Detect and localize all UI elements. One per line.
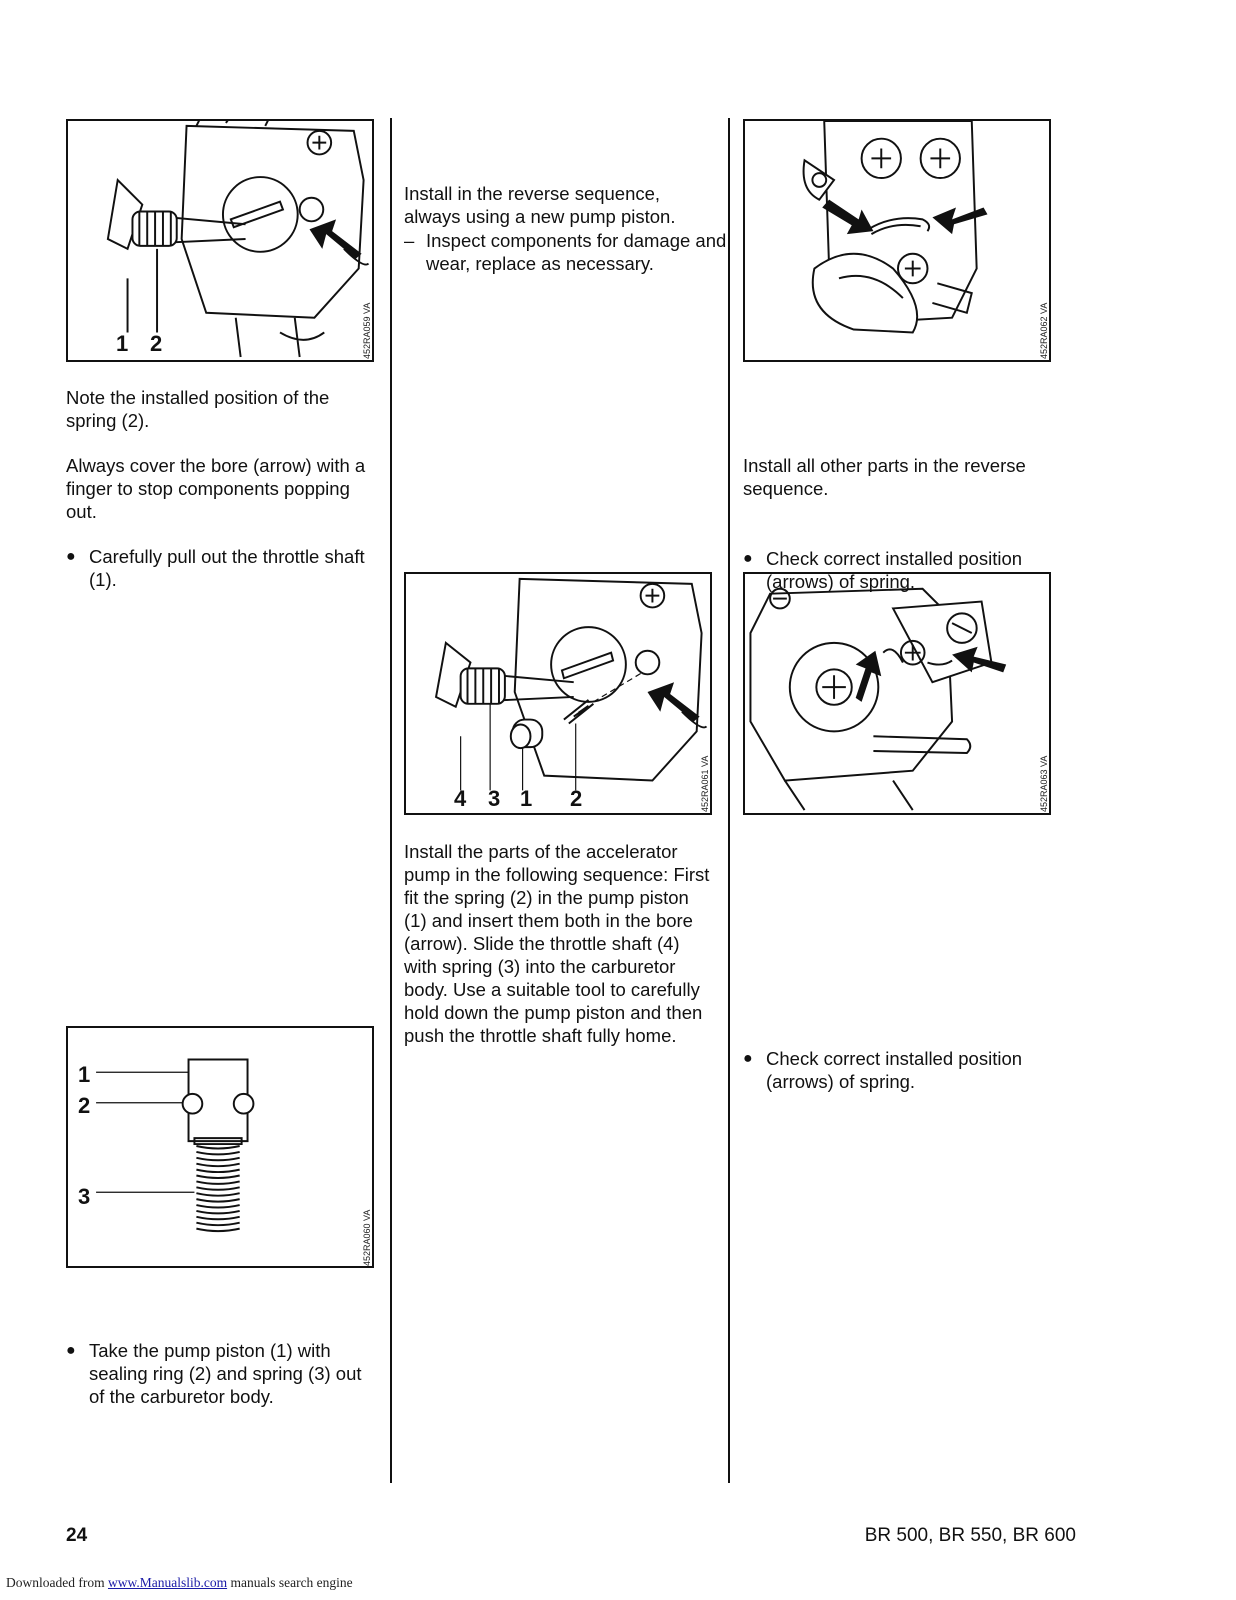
col2-paragraph-reverse: Install in the reverse sequence, always …: [404, 183, 676, 227]
figure-throttle-shaft-spring: 1 2 452RA059 VA: [66, 119, 374, 362]
figure-code: 452RA060 VA: [362, 1209, 372, 1266]
figure-accelerator-pump-install: 4 3 1 2 452RA061 VA: [404, 572, 712, 815]
callout-1: 1: [116, 331, 129, 356]
page-number: 24: [66, 1525, 88, 1546]
callout-1: 1: [78, 1062, 91, 1087]
manualslib-link[interactable]: www.Manualslib.com: [107, 1575, 228, 1590]
callout-4: 4: [454, 786, 467, 811]
column-divider-2: [728, 118, 730, 1483]
figure-pump-piston-parts: 1 2 3 452RA060 VA: [66, 1026, 374, 1268]
carburetor-side-illustration: [749, 587, 1007, 811]
figure-code: 452RA063 VA: [1039, 755, 1049, 812]
bullet-text: Check correct installed position (arrows…: [766, 1048, 1023, 1092]
callout-2: 2: [570, 786, 583, 811]
callout-1: 1: [520, 786, 533, 811]
callout-3: 3: [78, 1184, 91, 1209]
model-list: BR 500, BR 550, BR 600: [864, 1525, 1076, 1546]
dash-text: Inspect components for damage and wear, …: [426, 230, 727, 274]
col1-bullet-pull-shaft: ● Carefully pull out the throttle shaft …: [66, 545, 379, 591]
download-notice: Downloaded from www.Manualslib.com manua…: [6, 1575, 353, 1591]
carburetor-top-illustration: [802, 121, 988, 334]
col1-paragraph-spring-position: Note the installed position of the sprin…: [66, 387, 330, 431]
col1-bullet-take-piston: ● Take the pump piston (1) with sealing …: [66, 1339, 379, 1408]
bullet-text: Carefully pull out the throttle shaft (1…: [89, 546, 365, 590]
col1-paragraph-cover-bore: Always cover the bore (arrow) with a fin…: [66, 455, 366, 522]
bullet-text: Take the pump piston (1) with sealing ri…: [89, 1340, 362, 1407]
figure-spring-position-side: 452RA063 VA: [743, 572, 1051, 815]
figure-code: 452RA062 VA: [1039, 302, 1049, 359]
figure-code: 452RA059 VA: [362, 302, 372, 359]
callout-2: 2: [150, 331, 163, 356]
dash-icon: –: [404, 230, 415, 251]
bullet-icon: ●: [743, 550, 753, 567]
col2-paragraph-install-sequence: Install the parts of the accelerator pum…: [404, 841, 710, 1046]
col3-paragraph-reverse: Install all other parts in the reverse s…: [743, 455, 1026, 499]
col2-dash-inspect: – Inspect components for damage and wear…: [404, 229, 736, 275]
pump-piston-diagram: [96, 1058, 255, 1233]
figure-code: 452RA061 VA: [700, 755, 710, 812]
column-divider-1: [390, 118, 392, 1483]
col3-bullet-check-2: ● Check correct installed position (arro…: [743, 1047, 1076, 1093]
callout-2: 2: [78, 1093, 91, 1118]
col3-bullet-check-1: ● Check correct installed position (arro…: [743, 547, 1076, 593]
figure-spring-position-top: 452RA062 VA: [743, 119, 1051, 362]
bullet-icon: ●: [743, 1050, 753, 1067]
download-suffix: manuals search engine: [227, 1575, 353, 1590]
download-prefix: Downloaded from: [6, 1575, 108, 1590]
callout-3: 3: [488, 786, 501, 811]
carburetor-pump-illustration: [434, 577, 708, 791]
carburetor-illustration: [106, 121, 370, 358]
bullet-icon: ●: [66, 1342, 76, 1359]
bullet-text: Check correct installed position (arrows…: [766, 548, 1023, 592]
bullet-icon: ●: [66, 548, 76, 565]
